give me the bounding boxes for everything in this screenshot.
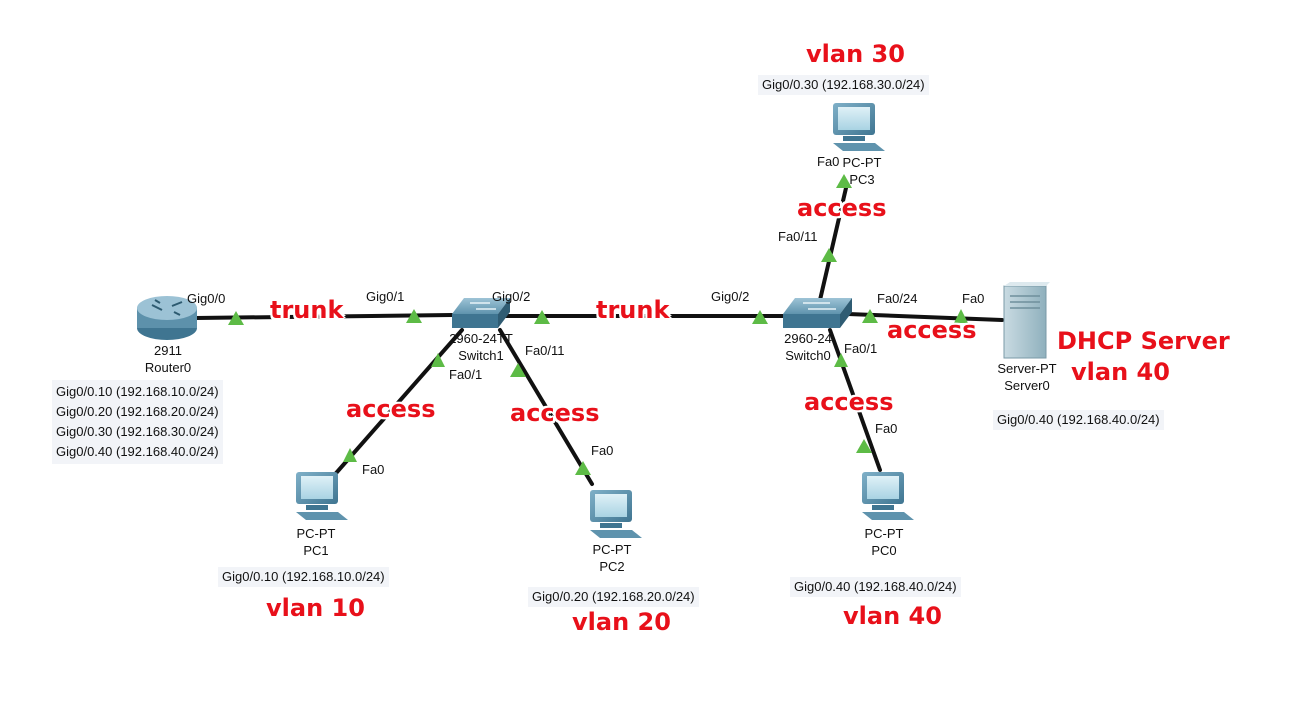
vlan-annotation: vlan 10 [266,594,365,622]
port-label: Fa0/24 [877,291,918,306]
device-model: PC-PT [296,526,336,541]
pc-icon[interactable] [833,103,885,151]
port-label: Fa0/1 [449,367,483,382]
access-annotation: access [346,395,436,423]
port-indicator [534,310,550,324]
access-annotation: access [804,388,894,416]
ip-label: Gig0/0.40 (192.168.40.0/24) [56,444,219,459]
access-annotation: access [510,399,600,427]
links [194,186,1004,486]
port-indicators [228,174,968,475]
device-name: PC0 [871,543,897,558]
link-switch0-pc3[interactable] [818,186,848,302]
port-label: Fa0/1 [844,341,878,356]
pc-icon[interactable] [862,472,914,520]
port-indicator [575,461,591,475]
pc0-label: PC-PT PC0 [865,525,904,559]
switch-icon[interactable] [783,298,852,328]
device-model: PC-PT [842,155,882,170]
pc3-label: PC-PT PC3 [843,154,882,188]
device-name: Router0 [144,360,192,375]
device-name: Switch1 [458,348,504,363]
ip-label: Gig0/0.20 (192.168.20.0/24) [528,587,699,607]
switch0-label: 2960-24 Switch0 [784,330,832,364]
access-annotation: access [797,194,887,222]
link-switch0-server0[interactable] [846,312,1004,322]
port-indicator [228,311,244,325]
port-label: Fa0/11 [525,343,565,358]
port-indicator [834,353,848,367]
port-indicator [836,174,852,188]
server0-label: Server-PT Server0 [997,360,1056,394]
device-model: 2960-24 [784,331,832,346]
ip-label: Gig0/0.40 (192.168.40.0/24) [993,410,1164,430]
port-indicator [431,353,445,367]
port-label: Fa0/11 [778,229,818,244]
device-name: Server0 [1004,378,1050,393]
server-role-annotation: DHCP Server [1057,327,1230,355]
pc-icon[interactable] [296,472,348,520]
device-model: PC-PT [864,526,904,541]
device-model: PC-PT [592,542,632,557]
server-icon[interactable] [1003,282,1050,359]
port-label: Fa0 [875,421,898,436]
port-indicator [406,309,422,323]
device-model: 2911 [154,343,182,358]
port-indicator [821,248,837,262]
port-label: Fa0 [962,291,985,306]
port-label: Gig0/1 [366,289,405,304]
port-label: Gig0/2 [492,289,531,304]
port-indicator [954,309,968,323]
pc-icon[interactable] [590,490,642,538]
port-indicator [862,309,878,323]
device-name: PC3 [849,172,875,187]
switch1-label: 2960-24TT Switch1 [449,330,513,364]
vlan-annotation: vlan 40 [1071,358,1170,386]
router-label: 2911 Router0 [145,342,191,376]
port-indicator [343,448,357,462]
ip-label: Gig0/0.10 (192.168.10.0/24) [56,384,219,399]
ip-label: Gig0/0.40 (192.168.40.0/24) [790,577,961,597]
ip-label: Gig0/0.30 (192.168.30.0/24) [758,75,929,95]
access-annotation: access [887,316,977,344]
device-model: 2960-24TT [449,331,513,346]
port-indicator [510,363,526,377]
port-label: Fa0 [362,462,385,477]
device-name: PC2 [599,559,625,574]
device-name: PC1 [303,543,329,558]
port-label: Gig0/2 [711,289,750,304]
router-icon[interactable] [137,296,197,340]
port-indicator [856,439,872,453]
vlan-annotation: vlan 20 [572,608,671,636]
pc1-label: PC-PT PC1 [297,525,336,559]
port-label: Gig0/0 [187,291,226,306]
switch-icon[interactable] [452,298,510,328]
router-subinterfaces: Gig0/0.10 (192.168.10.0/24) Gig0/0.20 (1… [52,380,223,464]
vlan-annotation: vlan 40 [843,602,942,630]
port-indicator [752,310,768,324]
pc2-label: PC-PT PC2 [593,541,632,575]
ip-label: Gig0/0.20 (192.168.20.0/24) [56,404,219,419]
device-model: Server-PT [997,361,1057,376]
trunk-annotation: trunk [270,296,344,324]
vlan-annotation: vlan 30 [806,40,905,68]
device-name: Switch0 [785,348,831,363]
trunk-annotation: trunk [596,296,670,324]
link-switch1-pc2[interactable] [498,328,594,486]
ip-label: Gig0/0.30 (192.168.30.0/24) [56,424,219,439]
port-label: Fa0 [591,443,614,458]
link-switch0-pc0[interactable] [828,328,882,472]
port-label: Fa0 [817,154,840,169]
ip-label: Gig0/0.10 (192.168.10.0/24) [218,567,389,587]
